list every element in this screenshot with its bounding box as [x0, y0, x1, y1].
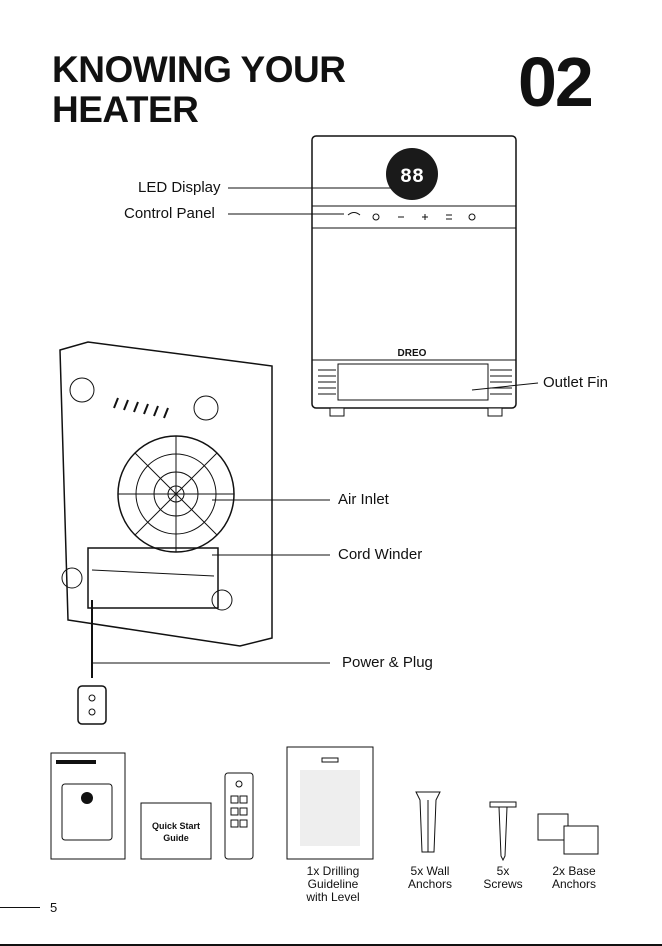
quick-start-guide-label: Quick Start Guide [140, 820, 212, 844]
callout-control-panel: Control Panel [124, 205, 215, 223]
base-anchors-label: 2x Base Anchors [524, 865, 624, 891]
user-manual-illustration [50, 752, 126, 860]
drilling-guideline-label: 1x Drilling Guideline with Level [280, 865, 386, 904]
wall-anchor-illustration [410, 790, 446, 856]
callout-led-display: LED Display [138, 179, 221, 197]
footer-rule [0, 907, 40, 908]
base-anchors-illustration [536, 806, 602, 858]
drilling-guideline-illustration [286, 746, 374, 860]
callout-air-inlet: Air Inlet [338, 491, 389, 509]
callout-outlet-fin: Outlet Fin [543, 374, 608, 392]
remote-control-illustration [224, 772, 254, 860]
page-number: 5 [50, 900, 57, 915]
callout-cord-winder: Cord Winder [338, 546, 422, 564]
screw-illustration [488, 800, 518, 862]
callout-power-plug: Power & Plug [342, 654, 433, 672]
